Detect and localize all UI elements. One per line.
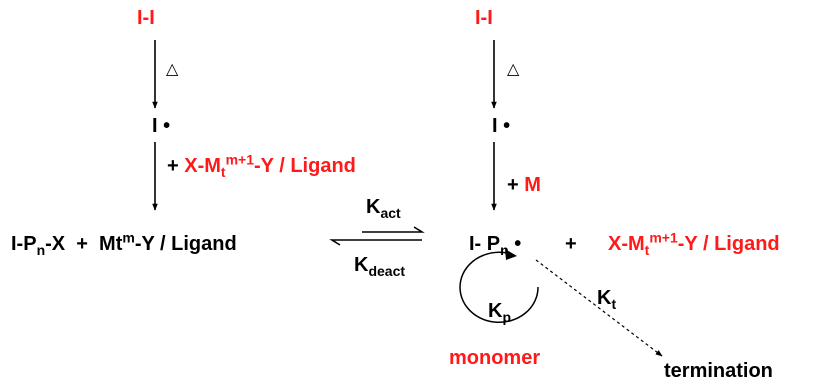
initiator-right: I-I [475, 7, 493, 29]
monomer-addition: + M [507, 174, 541, 196]
deactivation-arrow [329, 239, 422, 246]
propagation-cycle-arrowhead [505, 249, 517, 260]
active-radical: I- Pn • [469, 233, 522, 258]
k-act-label: Kact [366, 196, 401, 221]
termination-arrow [535, 259, 663, 357]
plus-sign: + [565, 233, 577, 255]
heat-symbol-left: △ [166, 61, 179, 78]
monomer-label: monomer [449, 347, 541, 369]
k-p-label: Kp [488, 300, 512, 325]
initiator-radical-left: I • [152, 115, 171, 137]
propagation-cycle-arrow [459, 251, 539, 324]
k-deact-label: Kdeact [354, 254, 406, 279]
activation-arrow [362, 226, 425, 233]
termination-label: termination [664, 360, 773, 382]
dormant-species: I-Pn-X + Mtm-Y / Ligand [11, 229, 237, 258]
heat-symbol-right: △ [507, 61, 520, 78]
initiator-radical-right: I • [492, 115, 511, 137]
k-t-label: Kt [597, 287, 617, 312]
deactivator-species: X-Mtm+1-Y / Ligand [608, 229, 780, 258]
deactivator-reagent-left: + X-Mtm+1-Y / Ligand [167, 151, 356, 180]
initiator-left: I-I [137, 7, 155, 29]
